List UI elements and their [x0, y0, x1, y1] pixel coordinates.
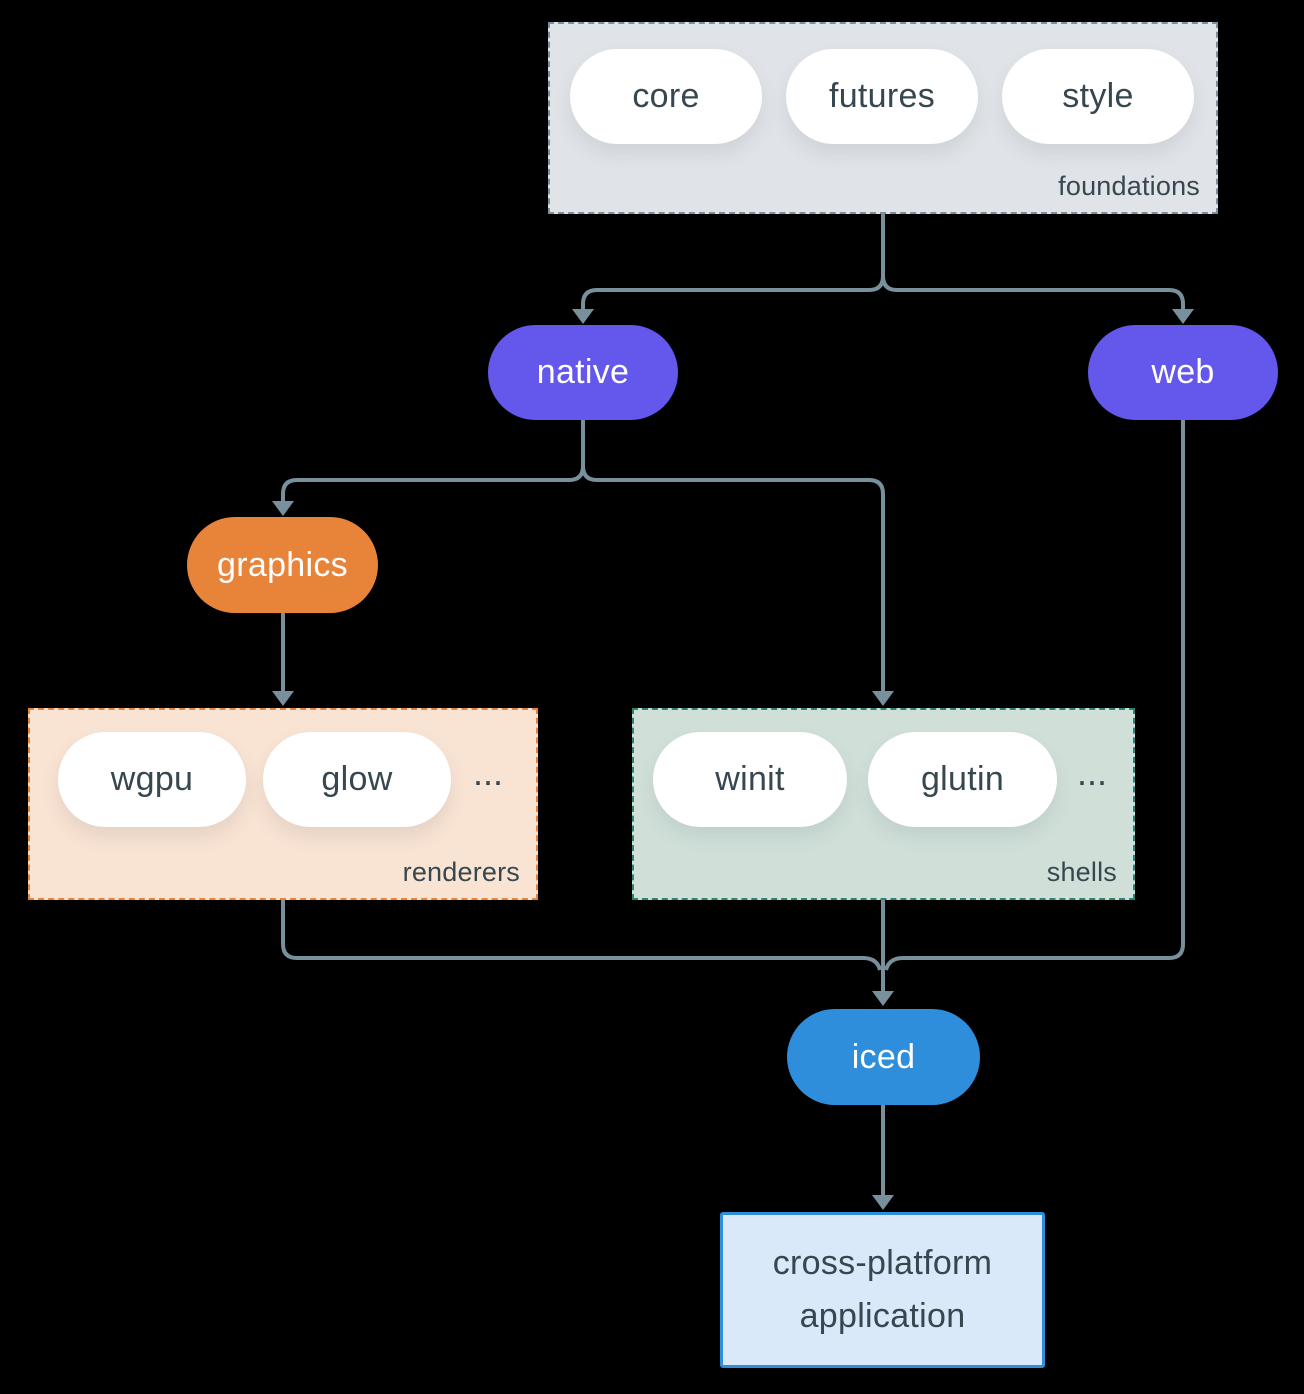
arrowhead-into-shells — [872, 691, 894, 706]
node-futures-label: futures — [828, 77, 936, 115]
node-glutin: glutin — [868, 732, 1057, 827]
node-style: style — [1002, 49, 1194, 144]
node-cross-platform-application: cross-platform application — [720, 1212, 1045, 1368]
node-graphics: graphics — [187, 517, 378, 613]
node-wgpu: wgpu — [58, 732, 246, 827]
arrowhead-into-application — [872, 1195, 894, 1210]
edge-native-to-shells — [581, 465, 885, 691]
node-web-label: web — [1151, 353, 1215, 391]
node-web: web — [1088, 325, 1278, 420]
node-winit: winit — [653, 732, 847, 827]
group-renderers-label: renderers — [402, 857, 520, 887]
node-glutin-label: glutin — [920, 760, 1005, 798]
renderers-ellipsis: ... — [472, 752, 503, 793]
node-native-label: native — [536, 353, 630, 391]
node-wgpu-label: wgpu — [110, 760, 194, 798]
node-core: core — [570, 49, 762, 144]
group-foundations-label: foundations — [1058, 171, 1200, 201]
group-shells-label: shells — [1046, 857, 1117, 887]
node-style-label: style — [1062, 77, 1134, 115]
arrowhead-into-native — [572, 309, 594, 324]
edge-renderers-to-merge — [281, 900, 882, 971]
edge-foundations-to-native — [581, 275, 885, 309]
node-application-label: cross-platform application — [772, 1244, 993, 1335]
arrowhead-into-web — [1172, 309, 1194, 324]
node-iced: iced — [787, 1009, 980, 1105]
arrowhead-into-iced — [872, 991, 894, 1006]
arrowhead-into-renderers — [272, 691, 294, 706]
edge-native-to-graphics — [281, 465, 585, 501]
node-core-label: core — [632, 77, 700, 115]
node-native: native — [488, 325, 678, 420]
shells-ellipsis: ... — [1076, 752, 1107, 793]
node-winit-label: winit — [715, 760, 785, 798]
node-glow: glow — [263, 732, 451, 827]
edge-foundations-to-web — [881, 275, 1185, 309]
node-glow-label: glow — [321, 760, 393, 798]
node-graphics-label: graphics — [217, 545, 348, 584]
arrowhead-into-graphics — [272, 501, 294, 516]
node-futures: futures — [786, 49, 978, 144]
node-iced-label: iced — [851, 1037, 916, 1076]
